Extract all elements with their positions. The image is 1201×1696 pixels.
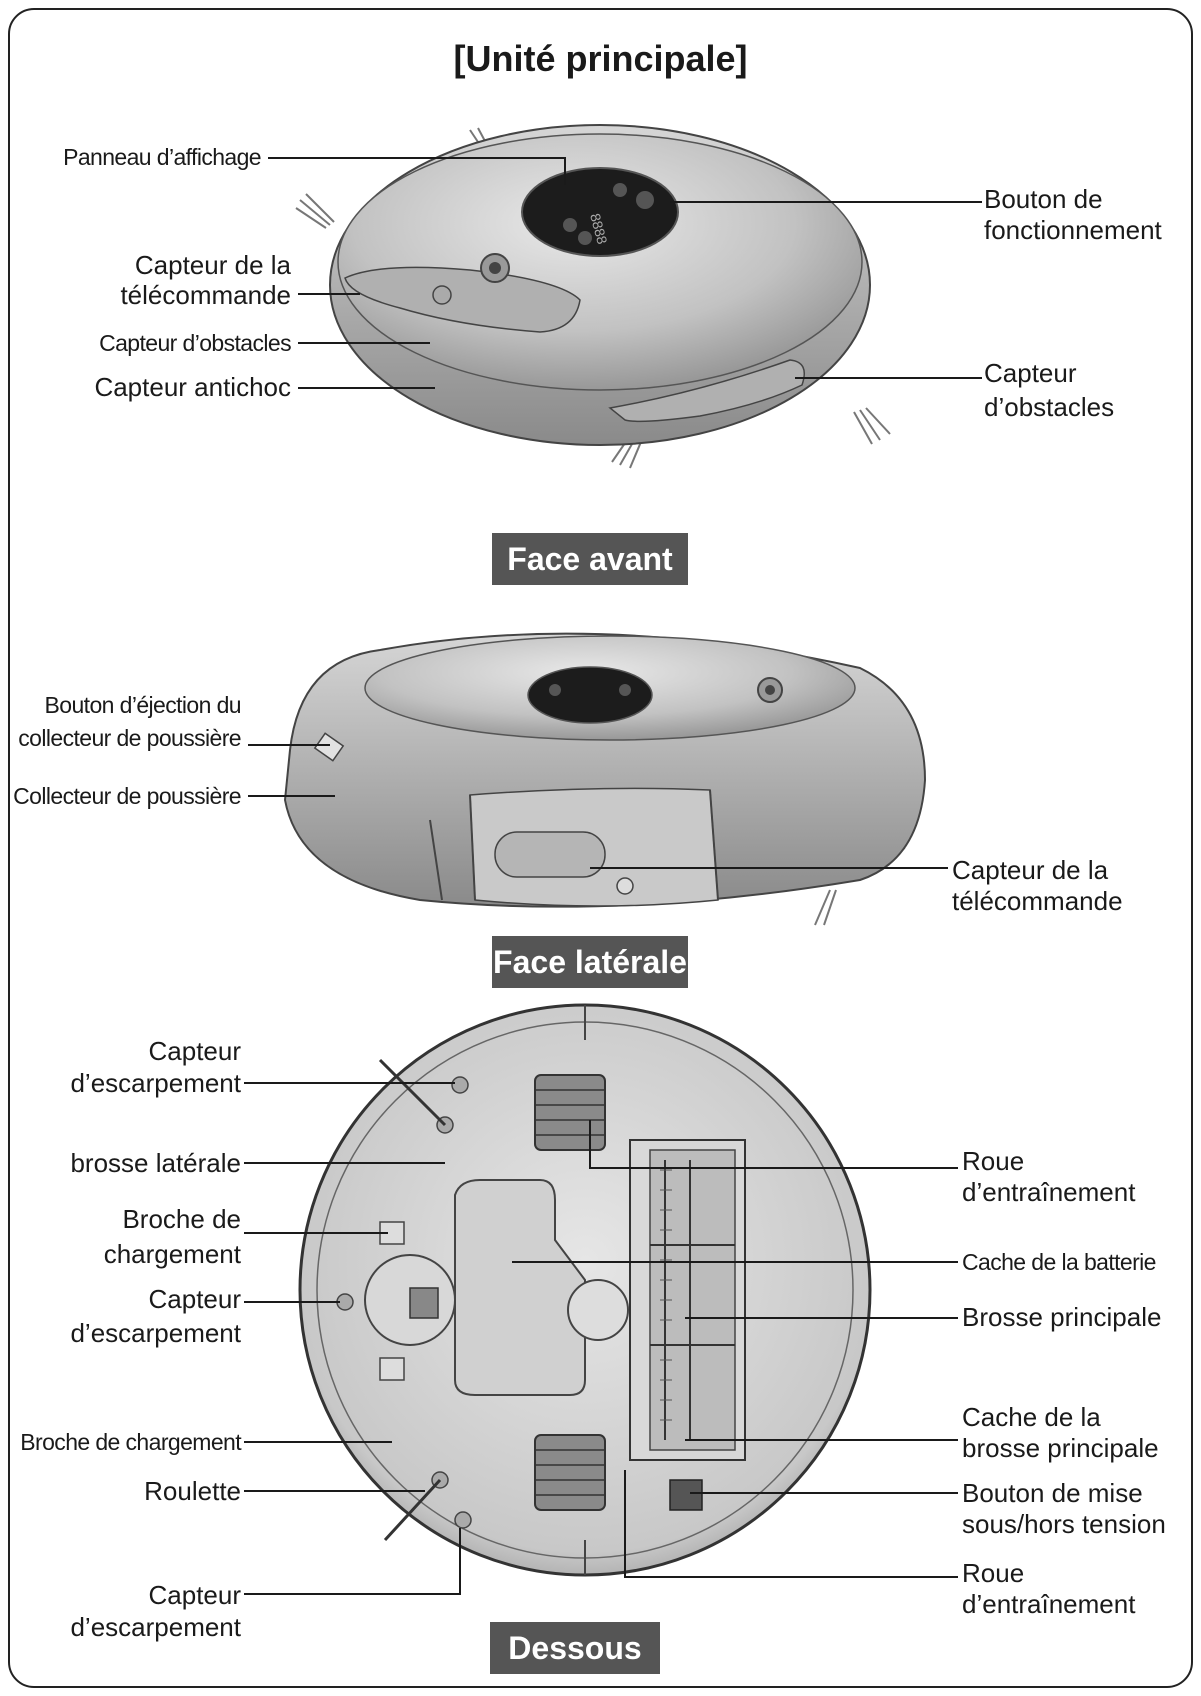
label-display-panel: Panneau d’affichage (63, 144, 262, 170)
tag-bottom-view: Dessous (490, 1622, 660, 1674)
label-main-brush-cover-line2: brosse principale (962, 1433, 1159, 1463)
bottom-view-robot (298, 1003, 872, 1577)
figure-title: [Unité principale] (453, 38, 748, 79)
label-remote-sensor-front-line2: télécommande (120, 280, 291, 310)
svg-text:8888: 8888 (587, 212, 611, 246)
label-remote-sensor-front-line1: Capteur de la (134, 250, 291, 280)
label-power-switch-line1: Bouton de mise (962, 1478, 1143, 1508)
label-power-switch-line2: sous/hors tension (962, 1509, 1166, 1539)
label-remote-sensor-side-line2: télécommande (952, 886, 1123, 916)
tag-side-view: Face latérale (492, 936, 688, 988)
label-cliff-sensor-top-line2: d’escarpement (70, 1068, 241, 1098)
label-charging-pin-bottom: Broche de chargement (20, 1429, 241, 1455)
label-battery-cover: Cache de la batterie (962, 1249, 1156, 1275)
label-drive-wheel-bottom-line2: d’entraînement (962, 1589, 1136, 1619)
figure-frame (8, 8, 1193, 1688)
leader-lines (244, 157, 982, 1595)
label-dust-bin: Collecteur de poussière (13, 783, 241, 809)
label-operation-button-line1: Bouton de (984, 184, 1103, 214)
tag-front-view: Face avant (492, 533, 688, 585)
label-cliff-sensor-mid-line1: Capteur (148, 1284, 242, 1314)
label-remote-sensor-side-line1: Capteur de la (952, 855, 1109, 885)
label-cliff-sensor-bottom-line2: d’escarpement (70, 1612, 241, 1642)
label-eject-button-line1: Bouton d’éjection du (44, 692, 242, 718)
label-obstacle-sensor-right-line2: d’obstacles (984, 392, 1115, 422)
label-obstacle-sensor-right-line1: Capteur (984, 358, 1077, 388)
label-caster: Roulette (144, 1476, 241, 1506)
side-view-robot (283, 632, 927, 926)
label-cliff-sensor-bottom-line1: Capteur (148, 1580, 242, 1610)
label-charging-pin-top-line2: chargement (103, 1239, 241, 1269)
front-view-robot: 8888 (295, 124, 891, 469)
label-side-brush: brosse latérale (70, 1148, 241, 1178)
label-drive-wheel-top-line1: Roue (962, 1146, 1025, 1176)
label-cliff-sensor-top-line1: Capteur (148, 1036, 242, 1066)
label-operation-button-line2: fonctionnement (984, 215, 1162, 245)
label-eject-button-line2: collecteur de poussière (18, 725, 241, 751)
label-cliff-sensor-mid-line2: d’escarpement (70, 1318, 241, 1348)
label-drive-wheel-bottom-line1: Roue (962, 1558, 1025, 1588)
label-bumper-sensor: Capteur antichoc (94, 372, 291, 402)
label-drive-wheel-top-line2: d’entraînement (962, 1177, 1136, 1207)
label-main-brush-cover-line1: Cache de la (962, 1402, 1101, 1432)
label-main-brush: Brosse principale (962, 1302, 1162, 1332)
label-obstacle-sensor-left: Capteur d’obstacles (99, 330, 291, 356)
label-charging-pin-top-line1: Broche de (122, 1204, 241, 1234)
